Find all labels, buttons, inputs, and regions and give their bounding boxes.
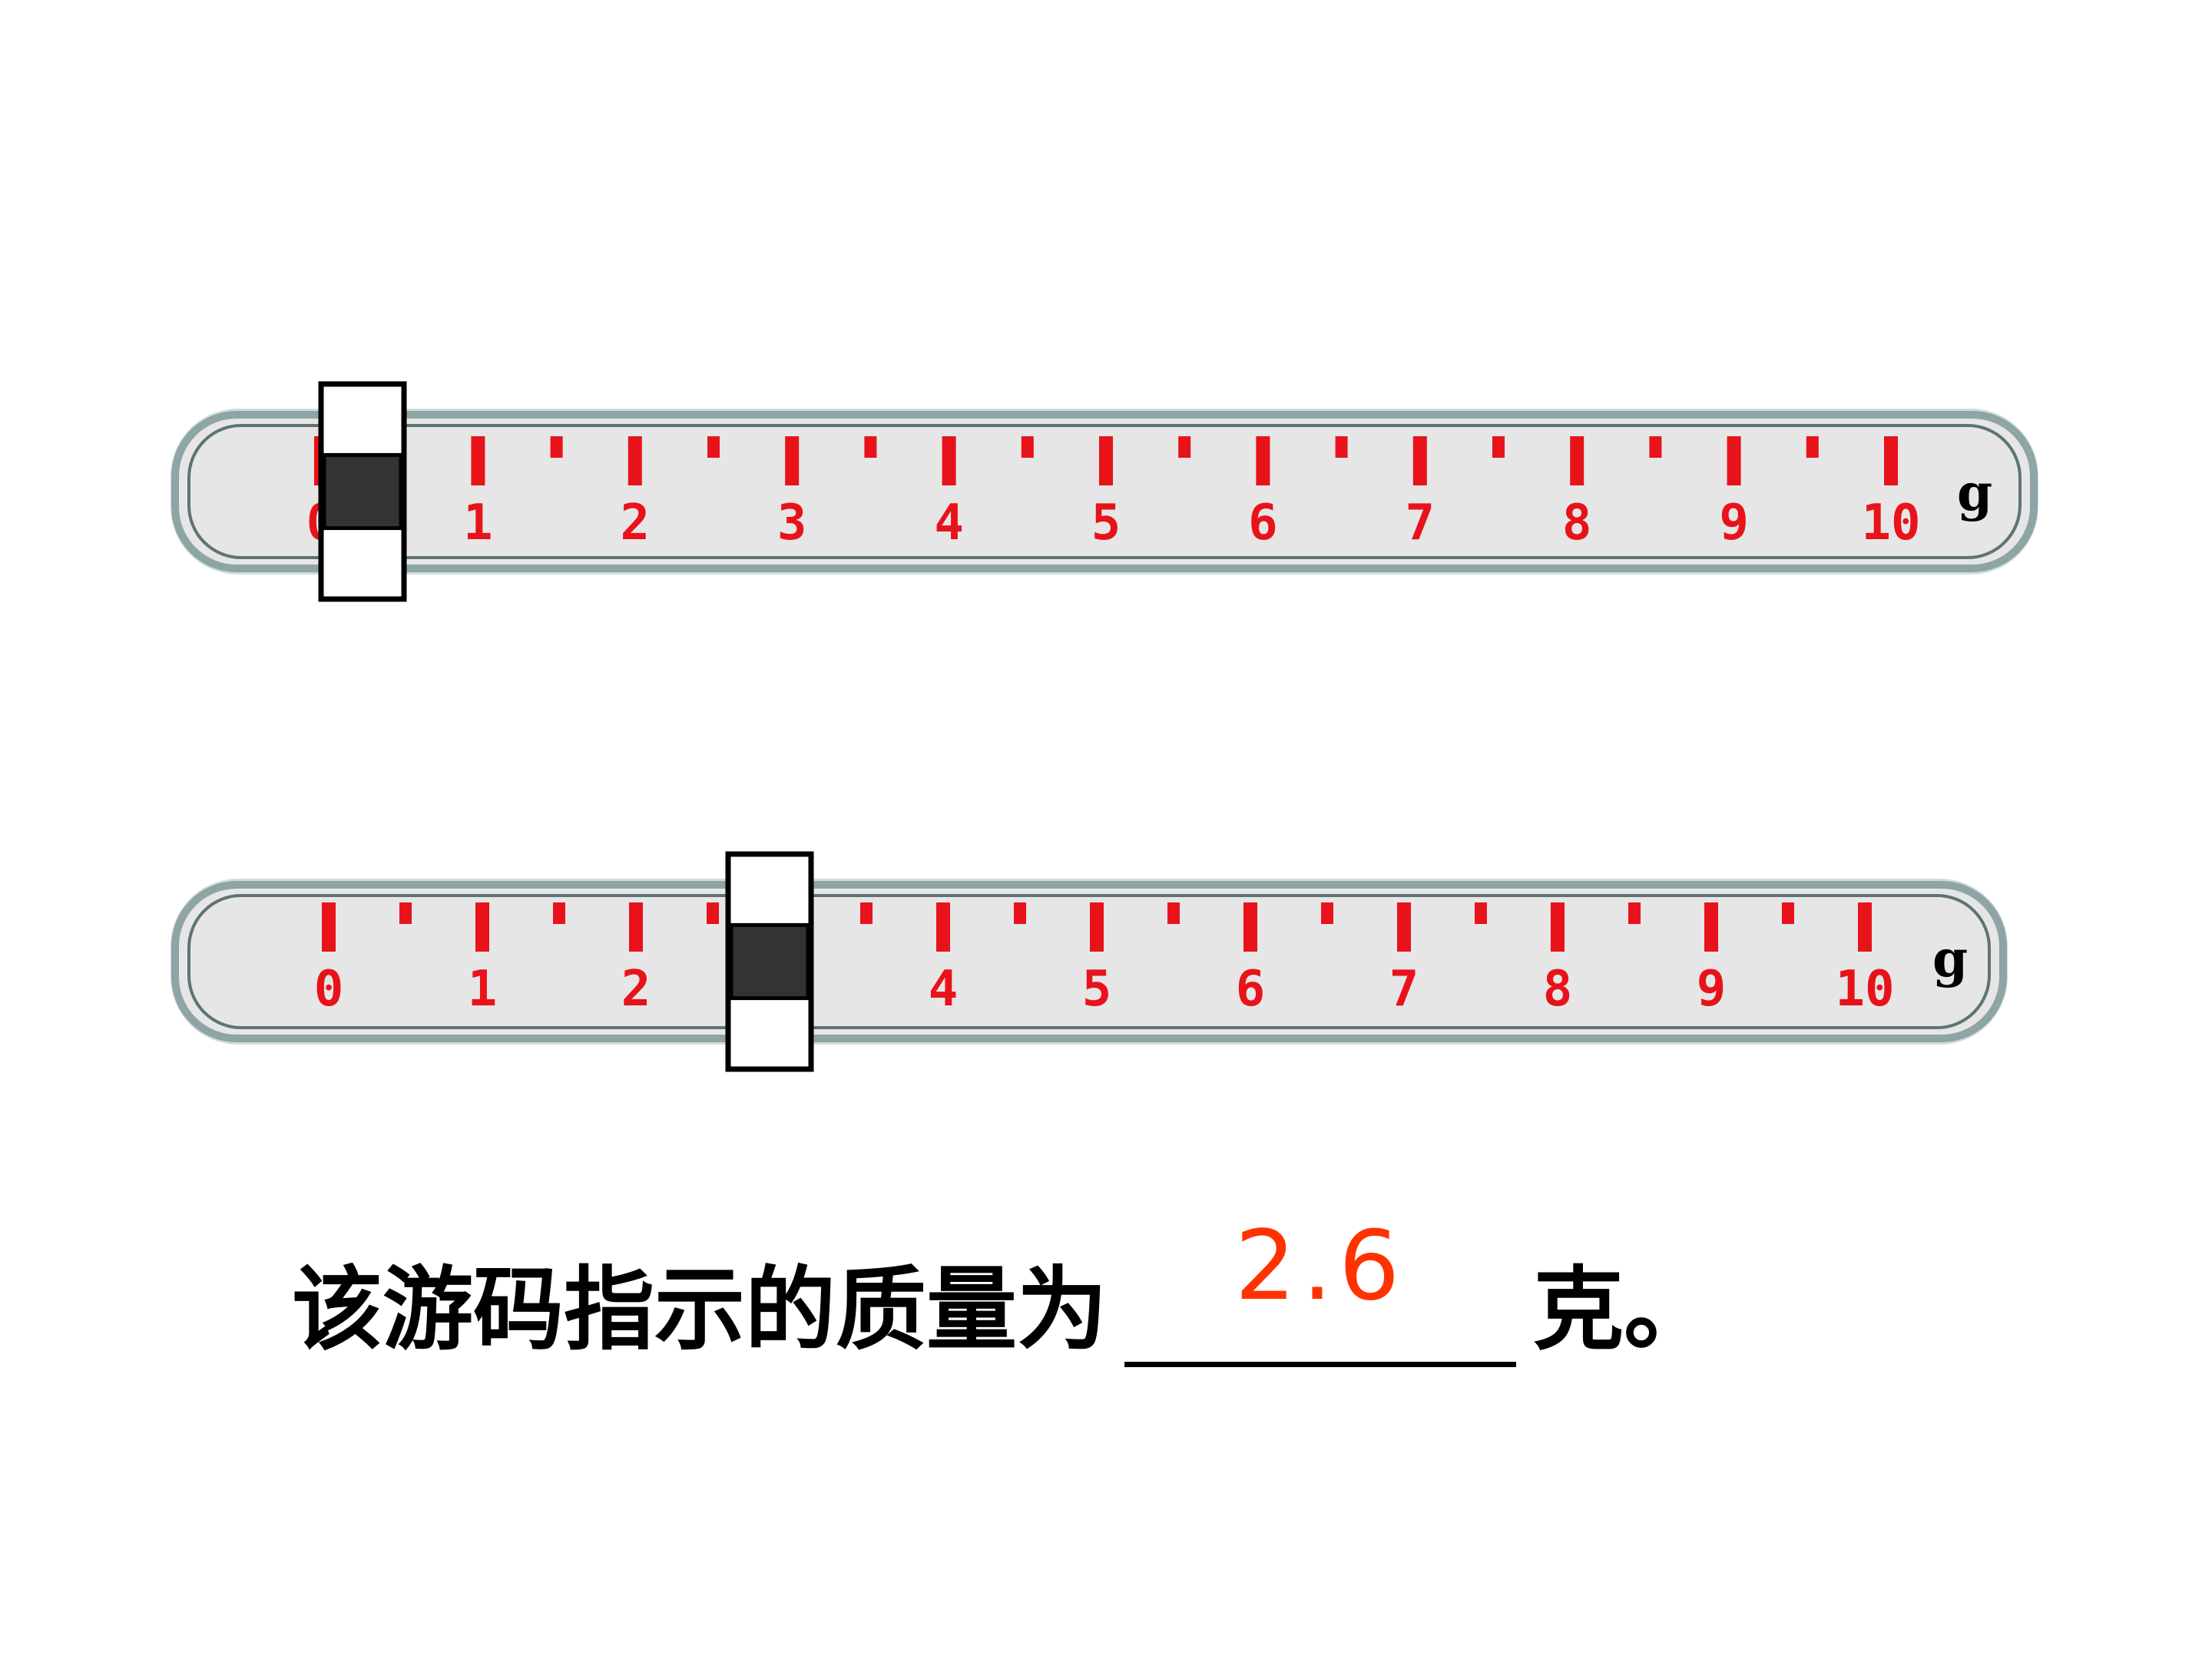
major-tick [785,436,800,485]
beam-top: 012345678910g [171,381,2038,602]
minor-tick [1492,436,1505,458]
major-tick [471,436,485,485]
tick-label: 4 [929,961,959,1018]
minor-tick [707,902,719,924]
minor-tick [860,902,873,924]
question-suffix: 克。 [1533,1256,1715,1363]
rider-window [729,922,810,1001]
minor-tick [550,436,563,458]
tick-label: 5 [1082,961,1112,1018]
tick-label: 0 [314,961,344,1018]
rider-slider[interactable] [725,851,814,1072]
beam-bottom: 012345678910g [171,851,2008,1072]
minor-tick [1649,436,1662,458]
major-tick [1090,902,1104,952]
major-tick [1884,436,1898,485]
tick-label: 7 [1406,495,1435,551]
minor-tick [399,902,412,924]
answer-value: 2.6 [1234,1210,1406,1322]
minor-tick [1782,902,1794,924]
minor-tick [1014,902,1026,924]
unit-label: g [1932,929,1968,988]
rider-window [322,452,403,531]
major-tick [1858,902,1872,952]
major-tick [936,902,950,952]
tick-label: 1 [468,961,498,1018]
tick-label: 8 [1543,961,1573,1018]
tick-label: 3 [777,495,807,551]
beam-inner-edge [187,424,2022,559]
minor-tick [864,436,877,458]
tick-label: 9 [1697,961,1727,1018]
major-tick [1551,902,1565,952]
tick-label: 2 [621,495,651,551]
beam-inner-edge [187,894,1991,1029]
unit-label: g [1957,462,1992,522]
minor-tick [1335,436,1348,458]
question-prefix: 该游码指示的质量为 [292,1256,1108,1363]
major-tick [942,436,956,485]
major-tick [1099,436,1113,485]
minor-tick [1167,902,1180,924]
tick-label: 4 [934,495,964,551]
major-tick [475,902,489,952]
tick-label: 10 [1861,495,1920,551]
minor-tick [1475,902,1487,924]
tick-label: 8 [1562,495,1592,551]
tick-label: 6 [1248,495,1278,551]
minor-tick [707,436,720,458]
major-tick [1397,902,1411,952]
major-tick [1727,436,1741,485]
major-tick [1243,902,1257,952]
tick-label: 9 [1719,495,1749,551]
minor-tick [1321,902,1333,924]
major-tick [1412,436,1427,485]
major-tick [1704,902,1718,952]
major-tick [629,902,643,952]
major-tick [1570,436,1584,485]
tick-label: 2 [621,961,651,1018]
minor-tick [1628,902,1641,924]
major-tick [1256,436,1270,485]
major-tick [322,902,336,952]
question-sentence: 该游码指示的质量为 2.6 克。 [292,1210,1715,1367]
tick-label: 5 [1091,495,1121,551]
rider-slider[interactable] [318,381,407,602]
major-tick [628,436,642,485]
answer-blank[interactable]: 2.6 [1124,1210,1517,1367]
tick-label: 6 [1236,961,1266,1018]
minor-tick [1806,436,1819,458]
tick-label: 1 [463,495,493,551]
minor-tick [1021,436,1034,458]
minor-tick [1178,436,1191,458]
tick-label: 10 [1835,961,1894,1018]
tick-label: 7 [1389,961,1419,1018]
minor-tick [553,902,565,924]
